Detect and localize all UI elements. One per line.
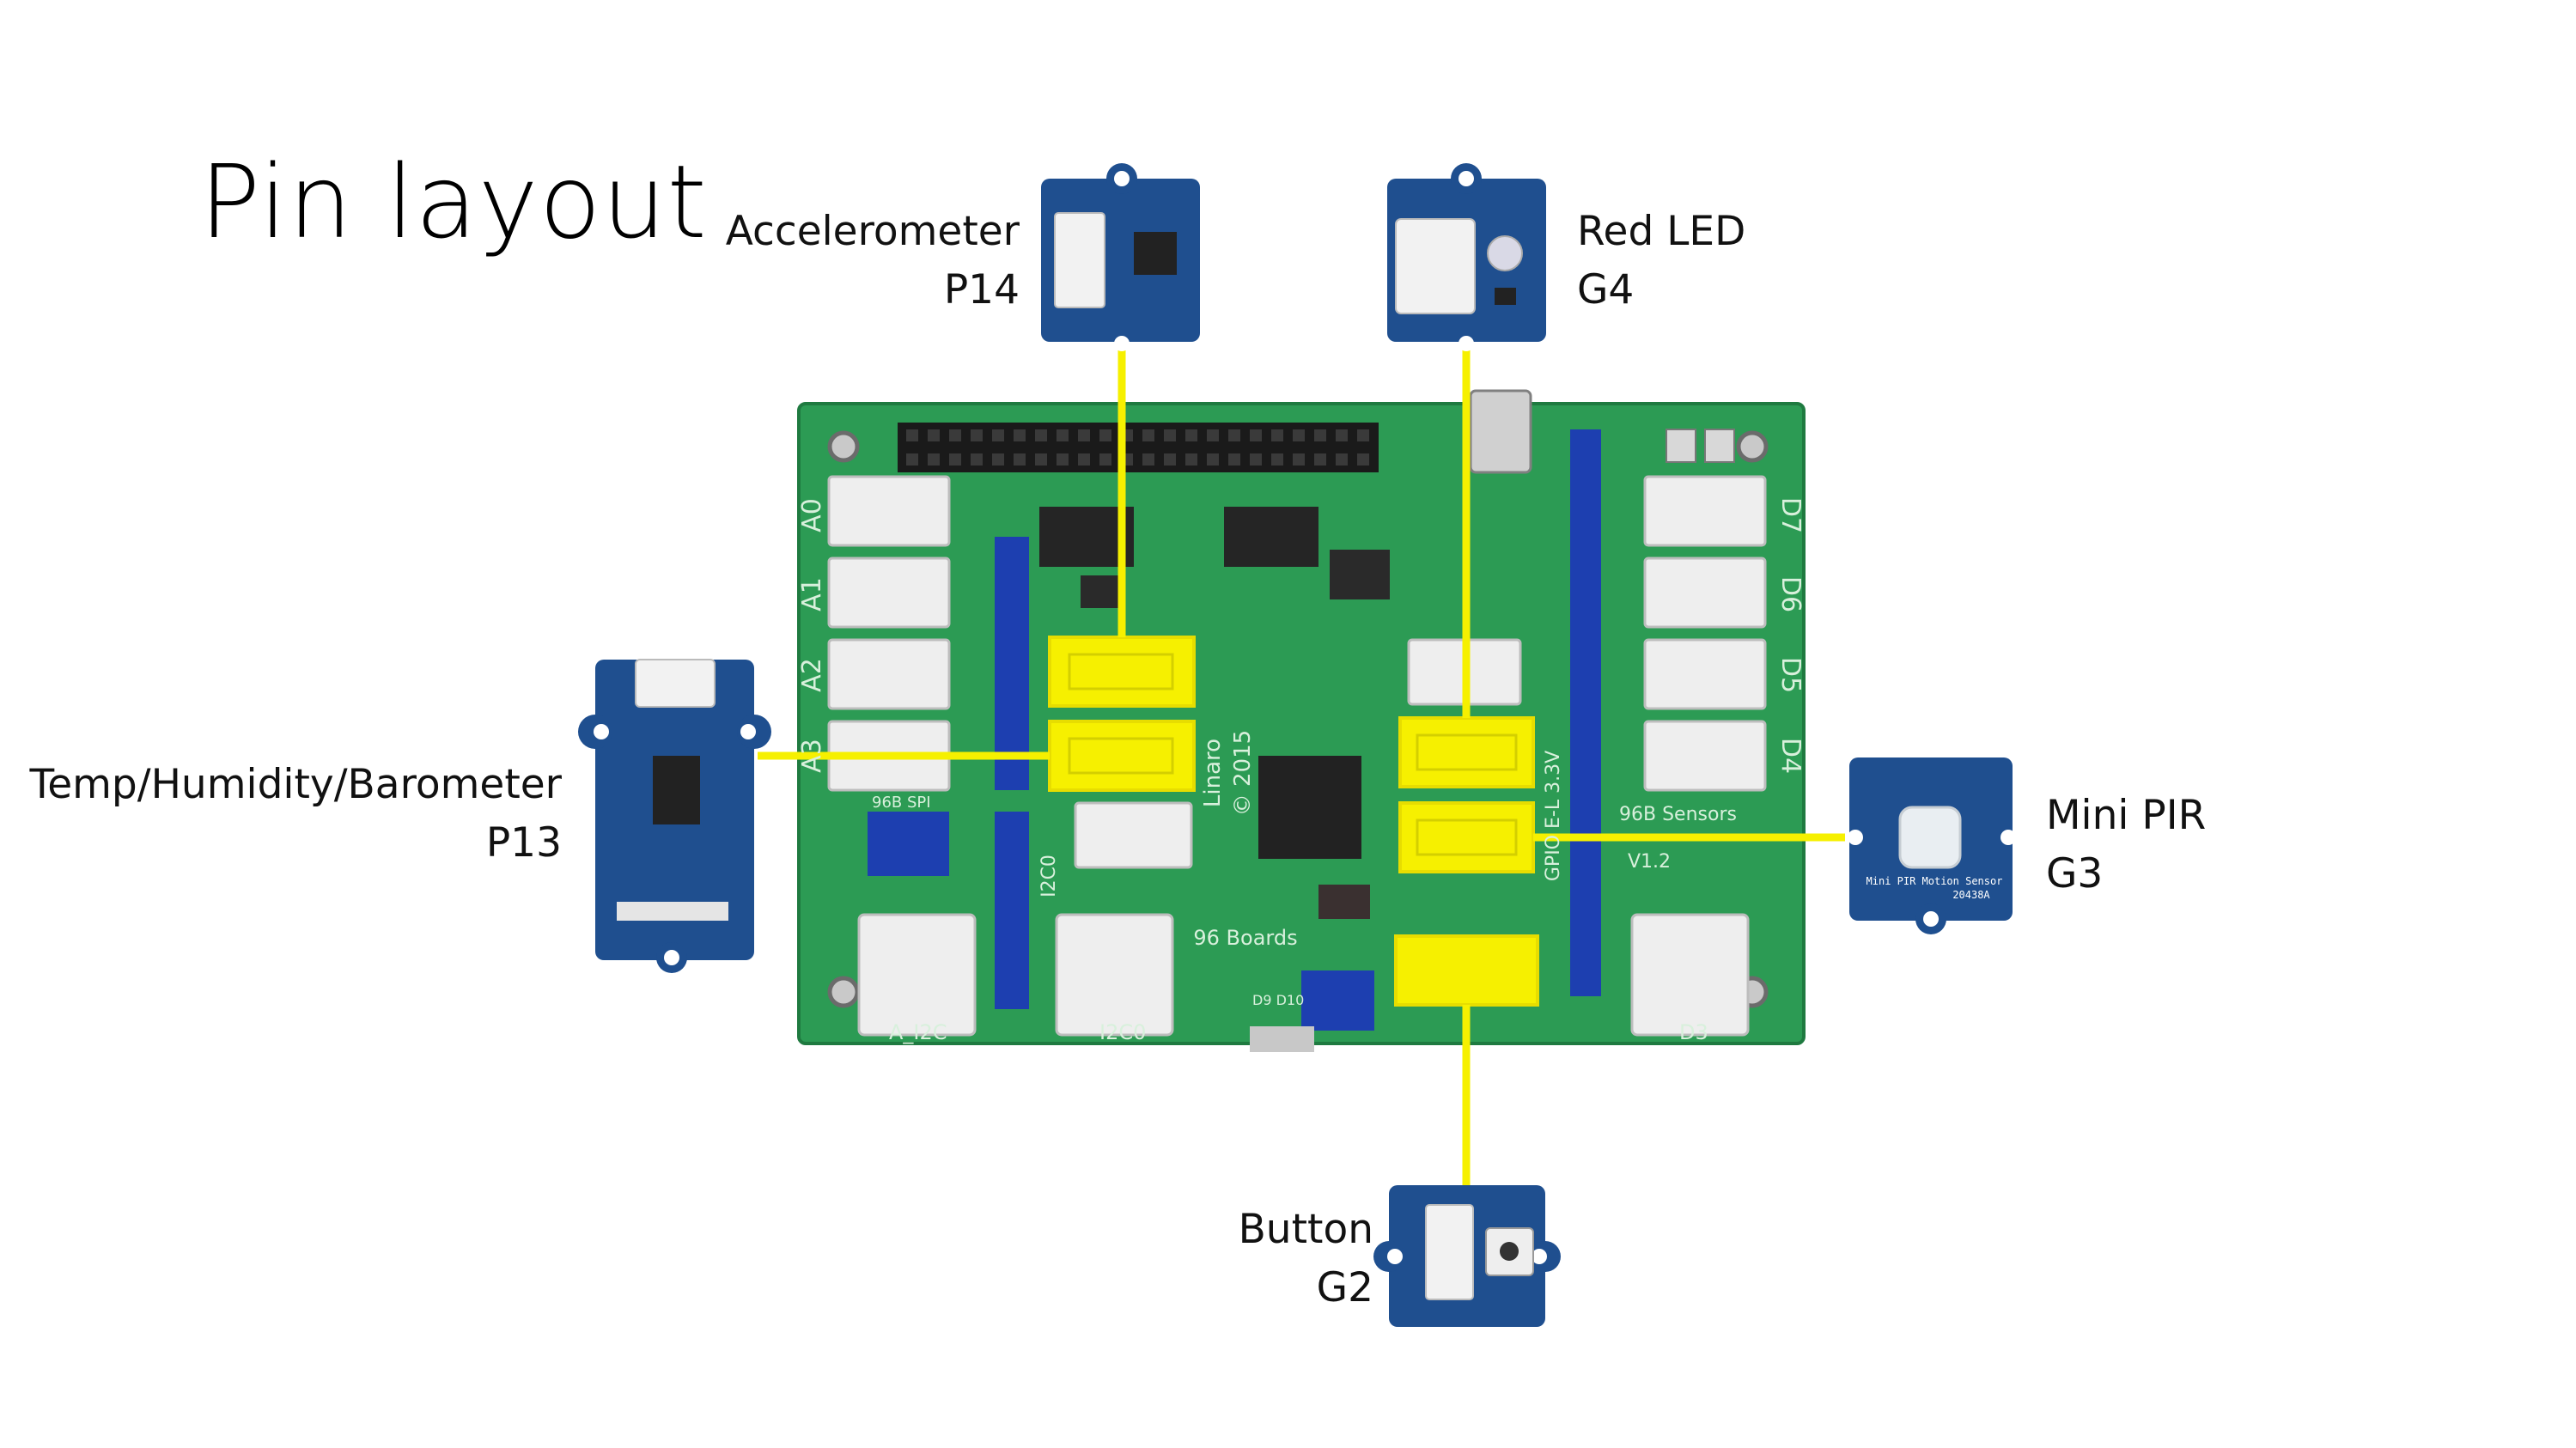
pin-label-D4: D4 [1775,738,1806,774]
mount-hole [1739,433,1766,460]
pin-label-D3: D3 [1679,1020,1708,1044]
label-red-led-name: Red LED [1577,203,1745,261]
ic-chip-small [1081,575,1124,608]
connector-D3 [1632,915,1748,1035]
grove-socket [1055,213,1105,307]
pin-label-I2C0: I2C0 [1099,1020,1146,1044]
connector-A_I2C [859,915,975,1035]
pin-label-D7: D7 [1775,497,1806,533]
connector-D6 [1645,558,1765,627]
pin-label-A0: A0 [797,498,827,532]
label-button-name: Button [1239,1201,1373,1259]
regulator [1330,550,1390,599]
ic-chip-small [1318,885,1370,919]
connector-A2 [829,640,949,709]
label-temp-pin: P13 [30,814,563,873]
label-mini-pir: Mini PIR G3 [2046,787,2206,903]
ic-chip [1134,232,1177,275]
connector-D4 [1645,721,1765,790]
pir-module-text: Mini PIR Motion Sensor [1867,875,2003,887]
mount-hole [830,433,857,460]
connector-A0 [829,477,949,545]
silk-year: © 2015 [1230,730,1256,816]
left-blue-header-2 [995,812,1029,1009]
pin-label-A1: A1 [797,577,827,611]
label-accelerometer-pin: P14 [726,261,1020,319]
label-pir-name: Mini PIR [2046,787,2206,845]
pir-lens [1900,807,1960,867]
highlight-g3 [1400,803,1533,872]
connector-mid-left [1075,803,1191,867]
spi-header [868,812,949,876]
top-header [898,423,1379,472]
pin-label-A2: A2 [797,658,827,692]
terminal-post [1705,429,1734,462]
pir-module-code: 20438A [1952,889,1990,901]
accelerometer-module [1041,163,1200,351]
terminal-post [1666,429,1696,462]
silk-d9d10: D9 D10 [1252,992,1304,1008]
label-red-led-pin: G4 [1577,261,1745,319]
label-button: Button G2 [1239,1201,1373,1317]
connector-I2C0 [1057,915,1172,1035]
pin-label-D6: D6 [1775,576,1806,612]
label-temp-name: Temp/Humidity/Barometer [30,756,563,814]
silk-i2c: I2C0 [1038,855,1060,897]
carrier-board [799,391,1804,1052]
connector-A1 [829,558,949,627]
silk-brand: 96 Boards [1193,926,1297,950]
silk-maker: Linaro [1200,739,1226,807]
right-blue-header [1570,429,1601,996]
highlight-g4 [1400,718,1533,787]
connector-D5 [1645,640,1765,709]
push-button-cap [1500,1242,1519,1261]
silk-gpio: GPIO E-L 3.3V [1543,751,1564,881]
highlight-g2 [1396,936,1538,1005]
led-bulb [1488,236,1522,271]
ic-chip [1224,507,1318,567]
label-accelerometer-name: Accelerometer [726,203,1020,261]
grove-socket [636,660,715,707]
label-temp-humidity: Temp/Humidity/Barometer P13 [30,756,563,873]
d9d10-header [1301,970,1374,1031]
red-led-module [1387,163,1546,351]
label-button-pin: G2 [1239,1259,1373,1317]
mcu-chip [1258,756,1361,859]
label-accelerometer: Accelerometer P14 [726,203,1020,319]
resistor [1495,288,1516,305]
silk-spi: 96B SPI [872,794,931,812]
temp-humidity-module [578,660,771,973]
usb-port-top [1471,391,1531,472]
pad-row [617,902,728,921]
mount-hole [830,978,857,1006]
pin-label-A3: A3 [797,739,827,773]
usb-port-bottom [1250,1026,1314,1052]
silk-sensors: 96B Sensors [1619,804,1737,825]
mini-pir-module: Mini PIR Motion Sensor 20438A [1848,757,2016,934]
grove-socket [1396,219,1475,313]
label-pir-pin: G3 [2046,845,2206,903]
pin-label-A_I2C: A_I2C [889,1020,947,1044]
label-red-led: Red LED G4 [1577,203,1745,319]
sensor-chip [653,756,700,824]
silk-version: V1.2 [1628,851,1671,873]
pin-label-D5: D5 [1775,657,1806,693]
grove-socket [1426,1205,1473,1299]
connector-D7 [1645,477,1765,545]
button-module [1373,1185,1561,1327]
